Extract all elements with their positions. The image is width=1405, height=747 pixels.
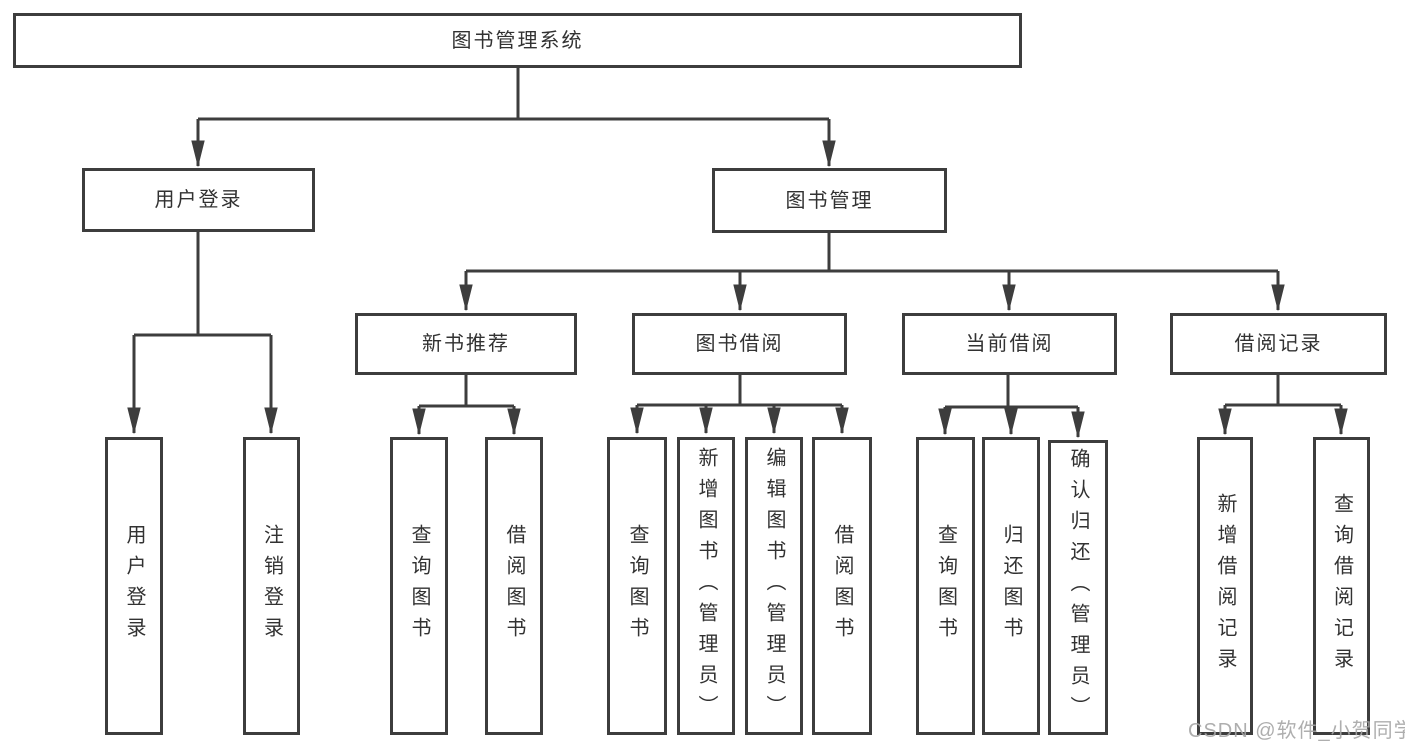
connector-current-borrowing <box>938 375 1085 439</box>
connector-new-book-recommendation <box>412 375 521 436</box>
leaf-cb-confirm-return-admin: 确认归还（管理员） <box>1048 440 1108 735</box>
leaf-br-query-record: 查询借阅记录 <box>1313 437 1370 735</box>
connector-book-management <box>459 232 1285 312</box>
node-book-borrowing: 图书借阅 <box>632 313 847 375</box>
leaf-br-add-record: 新增借阅记录 <box>1197 437 1253 735</box>
node-book-management: 图书管理 <box>712 168 947 233</box>
node-root: 图书管理系统 <box>13 13 1022 68</box>
leaf-nbr-borrow-books: 借阅图书 <box>485 437 543 735</box>
node-borrowing-records: 借阅记录 <box>1170 313 1387 375</box>
leaf-logout: 注销登录 <box>243 437 300 735</box>
leaf-nbr-query-books: 查询图书 <box>390 437 448 735</box>
leaf-cb-return-books: 归还图书 <box>982 437 1040 735</box>
leaf-bb-query-books: 查询图书 <box>607 437 667 735</box>
leaf-bb-add-books-admin: 新增图书（管理员） <box>677 437 735 735</box>
connector-borrowing-records <box>1218 375 1348 436</box>
connector-root <box>191 68 836 168</box>
leaf-bb-borrow-books: 借阅图书 <box>812 437 872 735</box>
leaf-cb-query-books: 查询图书 <box>916 437 975 735</box>
leaf-user-login: 用户登录 <box>105 437 163 735</box>
leaf-bb-edit-books-admin: 编辑图书（管理员） <box>745 437 803 735</box>
node-user-login: 用户登录 <box>82 168 315 232</box>
node-new-book-recommendation: 新书推荐 <box>355 313 577 375</box>
node-current-borrowing: 当前借阅 <box>902 313 1117 375</box>
connector-book-borrowing <box>630 375 849 435</box>
watermark: CSDN @软件_小贺同学 <box>1188 720 1405 742</box>
connector-user-login <box>127 232 278 435</box>
